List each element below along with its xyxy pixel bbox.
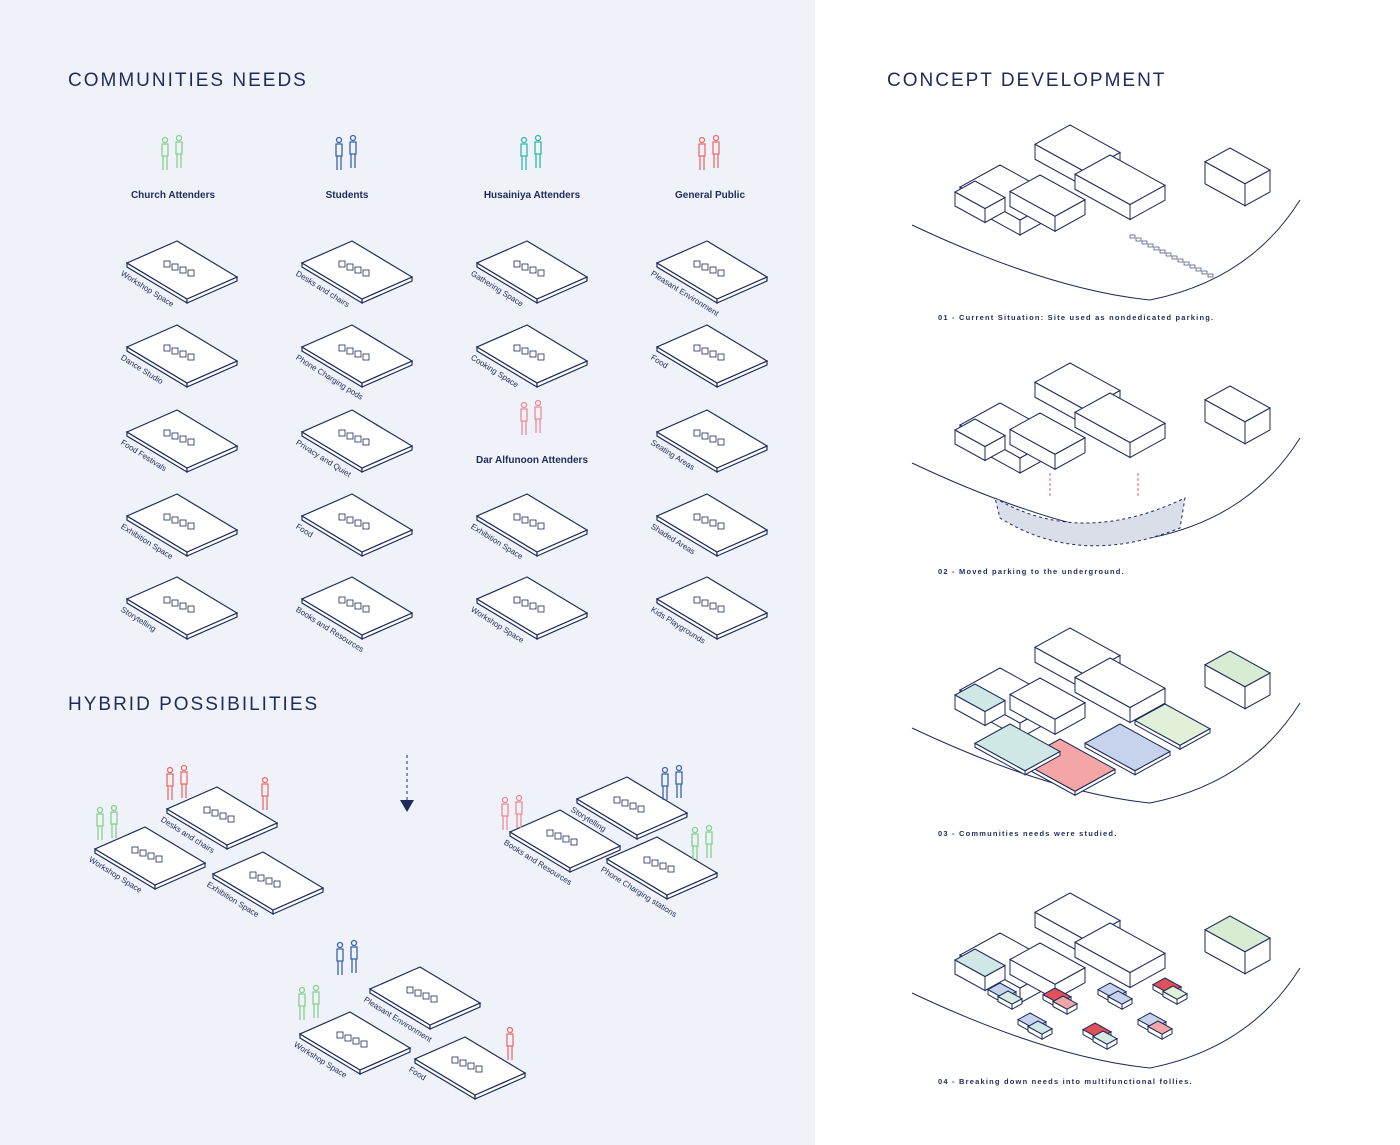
group-1-icon-person-1 [335, 136, 343, 170]
group-2-icon-person-1 [520, 136, 528, 170]
concept-step-caption: 01 - Current Situation: Site used as non… [938, 313, 1215, 322]
group-label: Dar Alfunoon Attenders [475, 455, 589, 466]
space-tile [300, 324, 414, 389]
folly [1161, 985, 1189, 1006]
space-tile [300, 576, 414, 641]
hybrid-church-2-person-1 [691, 826, 699, 860]
space-tile [125, 409, 239, 474]
building [1008, 412, 1087, 471]
need-block [1133, 703, 1212, 751]
hybrid-church-3-person-1 [298, 986, 306, 1020]
hybrid-tile [413, 1036, 527, 1101]
building [1203, 385, 1272, 445]
space-tile [655, 493, 769, 558]
communities-panel: COMMUNITIES NEEDS HYBRID POSSIBILITIES [0, 0, 815, 1145]
building [1008, 677, 1087, 736]
group-2-icon-person-2 [534, 134, 542, 168]
hybrid-church-person-2 [110, 804, 118, 838]
space-tile [125, 493, 239, 558]
building [1203, 147, 1272, 207]
hybrid-students-person-2 [675, 764, 683, 798]
group-1-icon-person-2 [349, 134, 357, 168]
hybrid-tile [298, 1011, 412, 1076]
space-tile [300, 240, 414, 305]
group-0-icon-person-2 [175, 134, 183, 168]
hybrid-church-3-person-2 [312, 984, 320, 1018]
group-4-icon-person-1 [698, 136, 706, 170]
concept-step-3 [911, 702, 1301, 804]
arrow-head-icon [400, 800, 414, 812]
hybrid-students-2-person-1 [336, 941, 344, 975]
building [953, 180, 1007, 224]
concept-step-caption: 02 - Moved parking to the underground. [938, 567, 1125, 576]
space-tile [475, 493, 589, 558]
building [1073, 154, 1167, 221]
concept-development-title: CONCEPT DEVELOPMENT [887, 70, 1167, 91]
group-label: General Public [674, 190, 746, 201]
need-block [1083, 723, 1172, 776]
hybrid-tile [93, 826, 207, 891]
concept-step-caption: 03 - Communities needs were studied. [938, 829, 1118, 838]
building [1073, 922, 1167, 989]
hybrid-students-person-1 [661, 766, 669, 800]
group-0-icon-person-1 [161, 136, 169, 170]
building [953, 948, 1007, 992]
group-3-icon-person-2 [534, 399, 542, 433]
folly [1106, 990, 1134, 1011]
hybrid-church-2-person-2 [705, 824, 713, 858]
folly [996, 990, 1024, 1011]
concept-step-caption: 04 - Breaking down needs into multifunct… [938, 1077, 1193, 1086]
building [1073, 392, 1167, 459]
space-tile [475, 324, 589, 389]
building [953, 418, 1007, 462]
space-tile [125, 576, 239, 641]
building [1073, 657, 1167, 724]
hybrid-tile [165, 786, 279, 851]
hybrid-public-person [261, 776, 269, 810]
need-block [973, 723, 1062, 776]
space-tile [655, 324, 769, 389]
group-3-icon-person-1 [520, 401, 528, 435]
space-tile [655, 576, 769, 641]
building [1203, 650, 1272, 710]
folly [1091, 1030, 1119, 1051]
hybrid-dar-person-2 [515, 794, 523, 828]
building [953, 683, 1007, 727]
group-label: Church Attenders [130, 190, 216, 201]
space-tile [300, 493, 414, 558]
folly [1146, 1020, 1174, 1041]
hybrid-public-2 [506, 1026, 514, 1060]
hybrid-church-person-1 [96, 806, 104, 840]
building [1008, 174, 1087, 233]
group-4-icon-person-2 [712, 134, 720, 168]
hybrid-students-2-person-2 [350, 939, 358, 973]
hybrid-tile [508, 809, 622, 874]
space-tile [300, 409, 414, 474]
hybrid-tile [211, 851, 325, 916]
communities-needs-title: COMMUNITIES NEEDS [68, 70, 308, 91]
concept-step-2 [911, 437, 1301, 547]
folly [1026, 1020, 1054, 1041]
building [1203, 915, 1272, 975]
space-tile [125, 324, 239, 389]
space-tile [655, 240, 769, 305]
concept-step-4 [911, 967, 1301, 1069]
group-label: Students [325, 190, 369, 201]
folly [1051, 995, 1079, 1016]
hybrid-dar-person-1 [501, 796, 509, 830]
concept-step-1 [911, 199, 1301, 301]
group-label: Husainiya Attenders [483, 190, 581, 201]
hybrid-tile [605, 836, 719, 901]
hybrid-tile [368, 966, 482, 1031]
space-tile [125, 240, 239, 305]
hybrid-tile [575, 776, 689, 841]
hybrid-public-person-1 [166, 766, 174, 800]
space-tile [475, 576, 589, 641]
space-tile [655, 409, 769, 474]
space-tile [475, 240, 589, 305]
hybrid-public-person-2 [180, 764, 188, 798]
hybrid-possibilities-title: HYBRID POSSIBILITIES [68, 694, 320, 715]
